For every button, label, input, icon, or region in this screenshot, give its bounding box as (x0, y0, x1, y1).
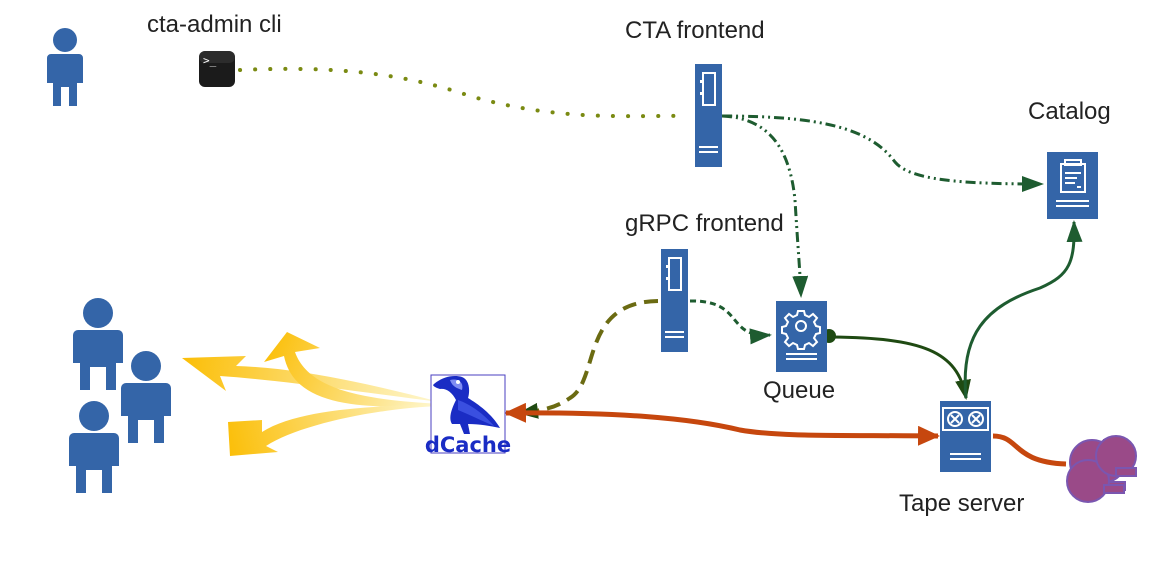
person-icon (121, 351, 171, 443)
grpc-frontend-server-icon (661, 249, 688, 352)
tape-server-icon (940, 401, 991, 472)
tape-drive-icon (942, 407, 989, 431)
cli-label: cta-admin cli (147, 11, 282, 38)
cli-to-frontend-link (238, 66, 690, 119)
queue-server-icon (776, 301, 827, 372)
tape-server-to-catalog-link (963, 220, 1083, 399)
grpc-to-queue-link (689, 299, 772, 345)
connectors (238, 66, 1083, 467)
tape-server-label: Tape server (899, 490, 1024, 517)
terminal-prompt: >_ (203, 54, 217, 67)
queue-label: Queue (763, 377, 835, 404)
cta-frontend-label: CTA frontend (625, 17, 765, 44)
dcache-label: dCache (425, 433, 511, 457)
queue-to-tape-server-link (831, 335, 971, 400)
admin-person-icon (47, 28, 83, 106)
person-icon (69, 401, 119, 493)
user-arrow-down-left (228, 404, 440, 456)
catalog-label: Catalog (1028, 98, 1111, 125)
terminal-icon: >_ (199, 51, 235, 87)
frontend-to-catalog-link (721, 114, 1044, 192)
catalog-icon (1060, 159, 1086, 193)
users-group (69, 298, 171, 493)
dcache-logo: dCache (425, 374, 511, 457)
grpc-frontend-label: gRPC frontend (625, 210, 784, 237)
person-icon (73, 298, 123, 390)
tape-library-icon (1066, 435, 1137, 503)
user-arrow-up (264, 332, 440, 407)
frontend-to-queue-link (721, 114, 809, 298)
bird-logo (433, 375, 500, 434)
grpc-to-dcache-link (518, 299, 659, 419)
cta-frontend-server-icon (695, 64, 722, 167)
catalog-server-icon (1047, 152, 1098, 219)
user-access-arrows (182, 332, 440, 456)
tape-server-to-library-link (992, 433, 1067, 467)
dcache-tape-data-flow (504, 402, 940, 446)
gear-icon (781, 310, 821, 350)
labels: cta-admin cli CTA frontend gRPC frontend… (147, 11, 1111, 517)
